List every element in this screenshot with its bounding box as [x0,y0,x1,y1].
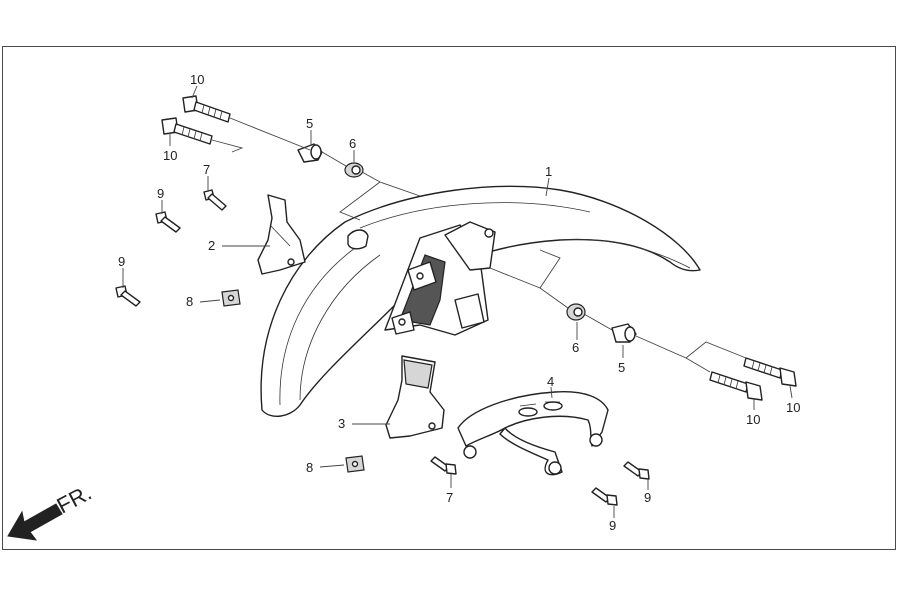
callout-1: 1 [545,164,552,179]
callout-6-left: 6 [349,136,356,151]
clip-nut-part-8-lower [345,455,365,473]
callout-8-lower: 8 [306,460,313,475]
callout-5-left: 5 [306,116,313,131]
callout-10-upper-left: 10 [190,72,204,87]
rubber-part-6-right [566,303,586,321]
callout-10-lower-right: 10 [746,412,760,427]
callout-10-upper-right: 10 [786,400,800,415]
fender-bracket-part-3 [385,355,445,439]
screw-part-7-upper [203,189,227,211]
collar-part-5-right [611,323,637,343]
clip-nut-part-8-upper [221,289,241,307]
fender-stay-part-4 [457,391,609,476]
front-fender-part-1 [260,185,701,417]
callout-4: 4 [547,374,554,389]
screw-part-9-upper-left [155,211,181,233]
fender-bracket-part-2 [257,194,306,275]
rubber-part-6-left [344,162,364,178]
callout-9-right-lower: 9 [609,518,616,533]
callout-10-lower-left: 10 [163,148,177,163]
front-direction-indicator: FR. [7,480,96,541]
callout-3: 3 [338,416,345,431]
bolt-part-10-upper-left [182,95,231,123]
bolt-part-10-upper-right [743,357,797,387]
callout-6-right: 6 [572,340,579,355]
callout-9-lower-left: 9 [118,254,125,269]
front-direction-arrow-icon [7,503,63,541]
callout-9-right-upper: 9 [644,490,651,505]
callout-7-lower: 7 [446,490,453,505]
callout-7-upper: 7 [203,162,210,177]
screw-part-9-lower-left [115,285,141,307]
callout-9-upper-left: 9 [157,186,164,201]
screw-part-9-right-upper [623,461,650,480]
callout-8-upper: 8 [186,294,193,309]
callout-2: 2 [208,238,215,253]
bolt-part-10-lower-left [161,117,213,145]
screw-part-9-right-lower [591,487,618,506]
screw-part-7-lower [430,456,457,475]
callout-5-right: 5 [618,360,625,375]
assembly-guide-lines [211,117,747,373]
callout-leaders [122,85,793,518]
bolt-part-10-lower-right [709,371,763,401]
